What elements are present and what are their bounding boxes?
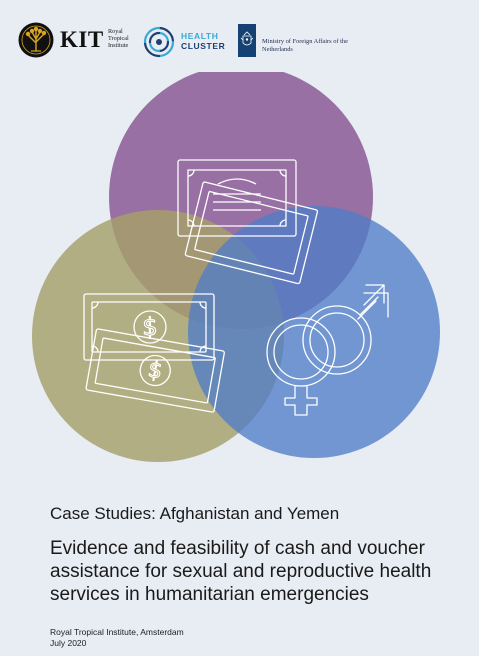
case-studies-subtitle: Case Studies: Afghanistan and Yemen <box>50 504 340 523</box>
kit-subtitle: Royal Tropical Institute <box>108 28 129 50</box>
kit-sub-line: Royal <box>108 28 123 35</box>
title-line: Evidence and feasibility of cash and vou… <box>50 538 425 559</box>
ministry-line: Ministry of Foreign Affairs of the <box>262 38 348 45</box>
health-cluster-wordmark: HEALTH CLUSTER <box>181 31 225 51</box>
kit-sub-line: Institute <box>108 42 129 50</box>
gender-symbols-icon <box>266 284 389 416</box>
kit-wordmark: KIT <box>60 27 104 52</box>
venn-illustration: $ $ <box>32 72 440 462</box>
venn-circle-right <box>188 206 440 458</box>
coat-of-arms-icon <box>240 31 254 46</box>
report-title: Evidence and feasibility of cash and vou… <box>50 537 470 606</box>
kit-tree-logo-icon <box>18 22 54 58</box>
publication-date: July 2020 <box>50 637 87 648</box>
health-cluster-line: CLUSTER <box>181 41 226 51</box>
title-line: assistance for sexual and reproductive h… <box>50 561 432 582</box>
title-line: services in humanitarian emergencies <box>50 584 369 605</box>
publisher-name: Royal Tropical Institute, Amsterdam <box>50 627 184 637</box>
dollar-bills-icon: $ $ <box>83 293 225 413</box>
health-cluster-line: HEALTH <box>181 31 219 41</box>
kit-sub-line: Tropical <box>108 35 129 43</box>
svg-text:$: $ <box>142 313 157 341</box>
health-cluster-swirl-icon <box>143 26 175 58</box>
voucher-icon <box>177 159 319 285</box>
ministry-line: Netherlands <box>262 45 293 53</box>
publisher-info: Royal Tropical Institute, Amsterdam July… <box>50 627 184 648</box>
netherlands-ribbon-logo <box>238 24 256 57</box>
logo-bar: KIT Royal Tropical Institute HEALTH CLUS… <box>0 0 479 72</box>
svg-text:$: $ <box>146 357 164 384</box>
ministry-wordmark: Ministry of Foreign Affairs of the Nethe… <box>262 38 348 53</box>
